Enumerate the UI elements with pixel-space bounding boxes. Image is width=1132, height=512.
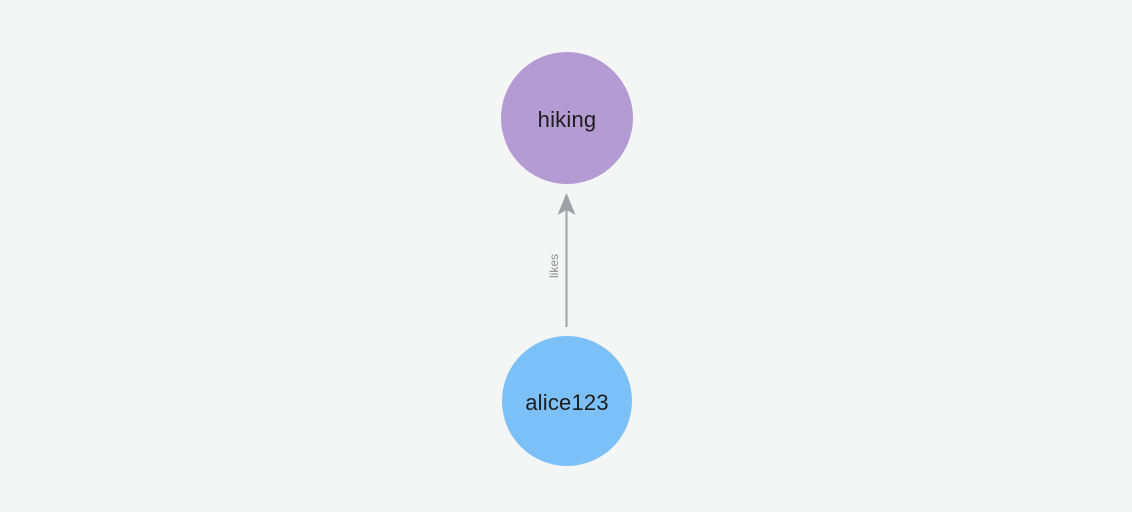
- edge-label-likes: likes: [547, 254, 561, 279]
- node-hiking[interactable]: hiking: [501, 52, 633, 184]
- node-alice123-label: alice123: [525, 390, 609, 415]
- node-alice123[interactable]: alice123: [502, 336, 632, 466]
- arrowhead-up-icon[interactable]: [557, 193, 576, 215]
- node-hiking-label: hiking: [537, 107, 597, 132]
